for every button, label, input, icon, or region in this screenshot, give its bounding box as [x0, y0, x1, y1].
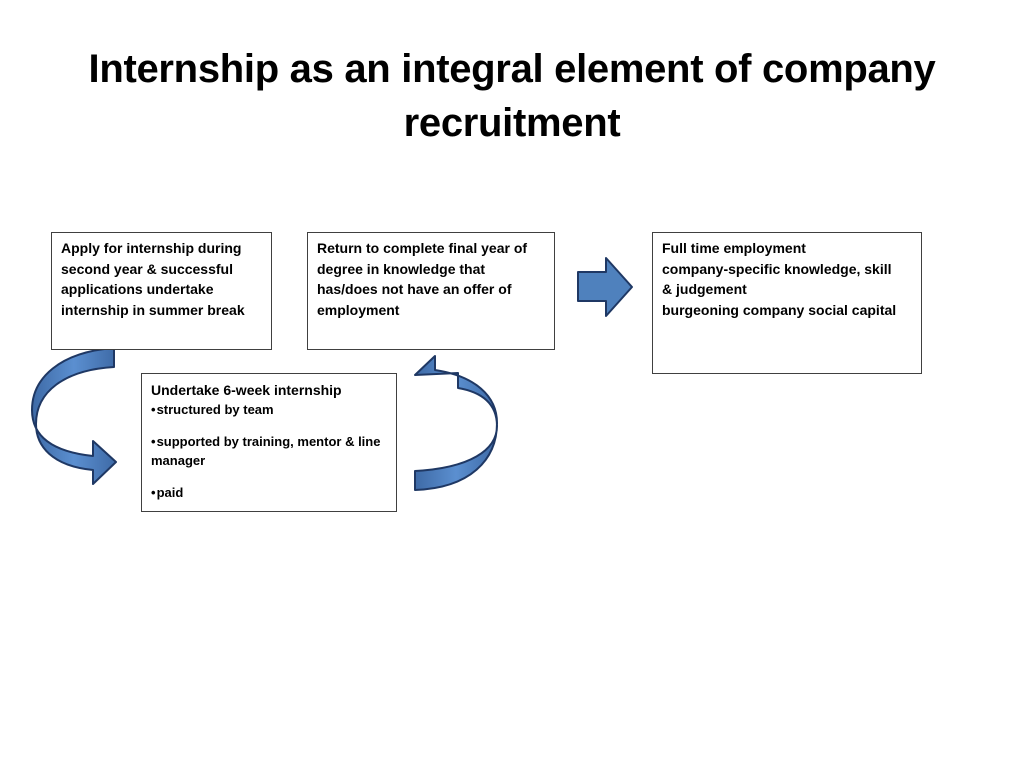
internship-bullet: paid: [151, 483, 387, 502]
return-final-year-box: Return to complete final year of degree …: [307, 232, 555, 350]
curved-arrow-right-icon: [414, 355, 498, 491]
apply-box-line: applications undertake: [61, 281, 214, 297]
right-arrow-icon: [577, 257, 633, 317]
apply-internship-box: Apply for internship during second year …: [51, 232, 272, 350]
internship-heading: Undertake 6-week internship: [151, 382, 342, 398]
internship-box: Undertake 6-week internship structured b…: [141, 373, 397, 512]
return-box-line: employment: [317, 301, 400, 318]
apply-box-line: Apply for internship during: [61, 240, 242, 256]
return-box-line: has/does not have an offer of: [317, 281, 512, 297]
internship-bullet: supported by training, mentor & line man…: [151, 432, 387, 470]
internship-bullet-list: structured by team supported by training…: [151, 400, 387, 502]
slide-title: Internship as an integral element of com…: [88, 47, 936, 145]
full-time-box-line: & judgement: [662, 281, 747, 297]
full-time-box-line: Full time employment: [662, 240, 806, 256]
full-time-employment-box: Full time employment company-specific kn…: [652, 232, 922, 374]
apply-box-line: internship in summer break: [61, 301, 245, 318]
return-box-line: Return to complete final year of: [317, 240, 528, 256]
internship-bullet: structured by team: [151, 400, 387, 419]
full-time-box-line: burgeoning company social capital: [662, 301, 897, 318]
apply-box-line: second year & successful: [61, 260, 233, 277]
curved-arrow-left-icon: [31, 347, 117, 485]
full-time-box-line: company-specific knowledge, skill: [662, 260, 892, 277]
return-box-line: degree in knowledge that: [317, 260, 486, 277]
